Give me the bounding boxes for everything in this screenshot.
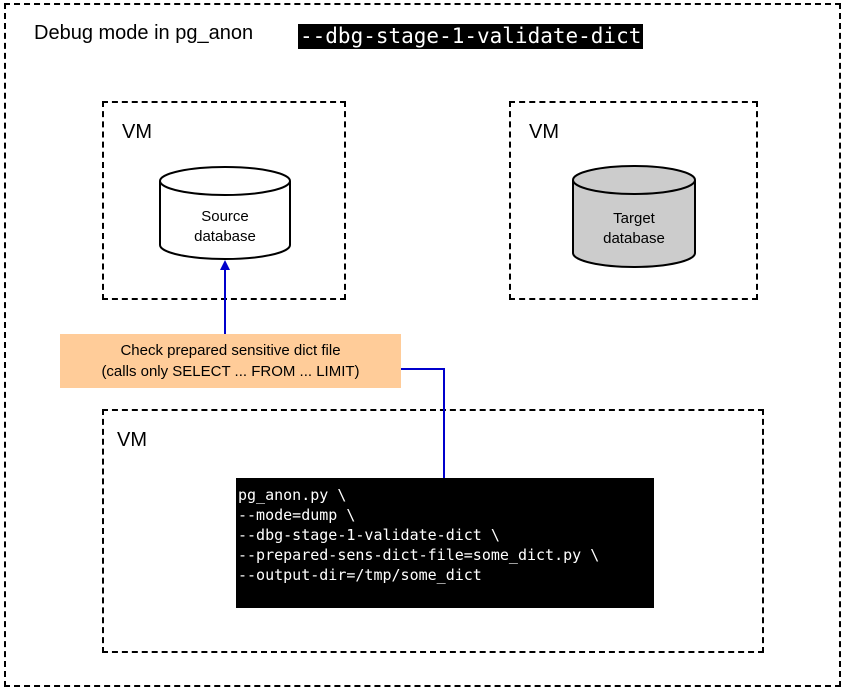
command-line: --output-dir=/tmp/some_dict bbox=[238, 566, 482, 584]
target-database-label: Target database bbox=[573, 209, 695, 249]
source-database-icon bbox=[159, 166, 291, 260]
command-line: --dbg-stage-1-validate-dict \ bbox=[238, 526, 500, 544]
target-vm-frame bbox=[509, 101, 758, 300]
command-line: --prepared-sens-dict-file=some_dict.py \ bbox=[238, 546, 600, 564]
target-database-icon bbox=[572, 165, 696, 268]
outer-frame bbox=[4, 3, 841, 687]
target-vm-label: VM bbox=[529, 121, 559, 143]
diagram-title: Debug mode in pg_anon bbox=[34, 22, 254, 44]
app-vm-frame bbox=[102, 409, 764, 653]
source-vm-label: VM bbox=[122, 121, 152, 143]
command-line: pg_anon.py \ bbox=[238, 486, 347, 504]
source-database-label: Source database bbox=[160, 207, 290, 247]
app-vm-label: VM bbox=[117, 429, 147, 451]
mode-flag-label: --dbg-stage-1-validate-dict bbox=[298, 24, 644, 49]
source-database-label-line2: database bbox=[194, 228, 256, 245]
validation-note-box: Check prepared sensitive dict file (call… bbox=[60, 334, 401, 388]
source-database-label-line1: Source bbox=[201, 208, 249, 225]
target-database-label-line1: Target bbox=[613, 210, 655, 227]
validation-note-line2: (calls only SELECT ... FROM ... LIMIT) bbox=[101, 363, 360, 380]
command-box: pg_anon.py \ --mode=dump \ --dbg-stage-1-v… bbox=[236, 478, 654, 608]
target-database-label-line2: database bbox=[603, 230, 665, 247]
validation-note-line1: Check prepared sensitive dict file bbox=[120, 342, 341, 359]
command-line: --mode=dump \ bbox=[238, 506, 356, 524]
